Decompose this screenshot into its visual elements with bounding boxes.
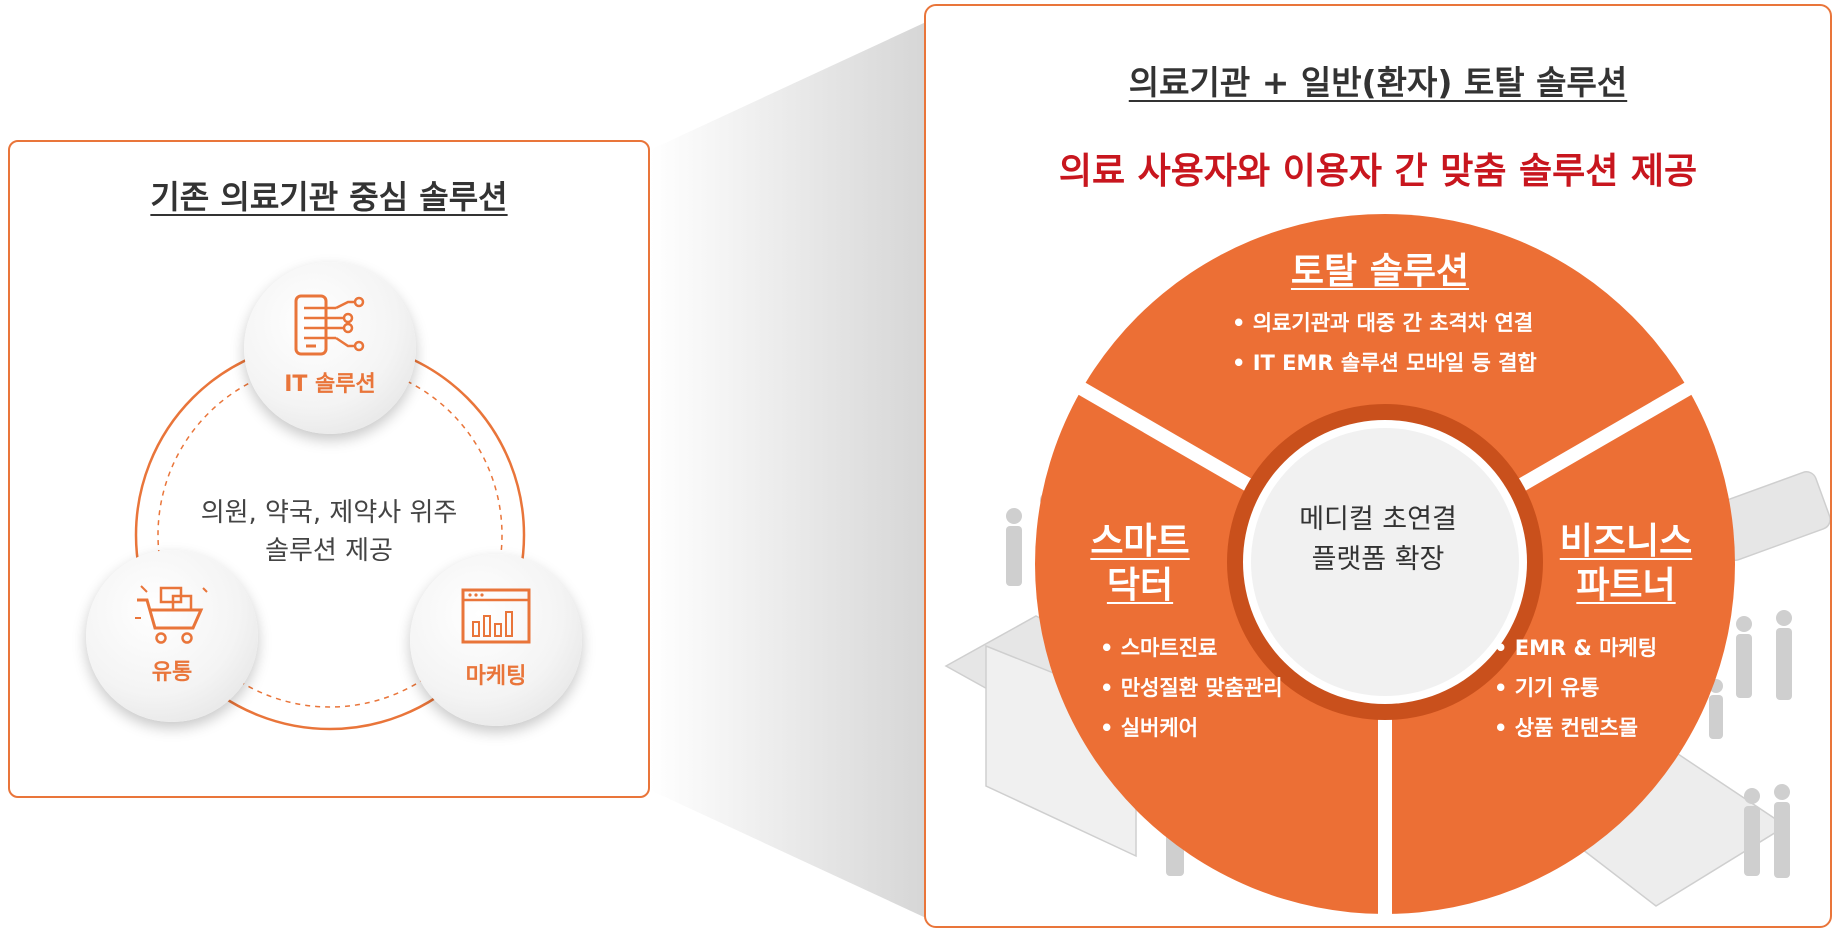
bullet-item: 만성질환 맞춤관리 [1100, 668, 1283, 708]
hub-label-line2: 플랫폼 확장 [1311, 544, 1445, 575]
bullet-item: 스마트진료 [1100, 628, 1283, 668]
hub-label-line1: 메디컬 초연결 [1299, 504, 1457, 535]
shopping-cart-icon [135, 585, 208, 644]
bar-chart-window-icon [461, 588, 531, 644]
right-panel-title: 의료기관 + 일반(환자) 토탈 솔루션 [1128, 63, 1628, 102]
segment-left-title-line2: 닥터 [1106, 565, 1174, 606]
bullet-item: IT EMR 솔루션 모바일 등 결합 [1232, 343, 1537, 383]
segment-right-title: 비즈니스 파트너 [1526, 520, 1726, 608]
segment-left-title: 스마트 닥터 [1060, 520, 1220, 608]
bullet-item: 실버케어 [1100, 708, 1283, 748]
segment-top-bullets: 의료기관과 대중 간 초격차 연결 IT EMR 솔루션 모바일 등 결합 [1232, 303, 1537, 383]
bullet-item: 상품 컨텐츠몰 [1494, 708, 1657, 748]
existing-solution-panel: 기존 의료기관 중심 솔루션 의원, 약국, 제약사 위주 솔루션 제공 IT … [8, 140, 650, 798]
node-marketing: 마케팅 [410, 554, 582, 726]
total-solution-panel: 의료기관 + 일반(환자) 토탈 솔루션 의료 사용자와 이용자 간 맞춤 솔루… [924, 4, 1832, 928]
bullet-item: 의료기관과 대중 간 초격차 연결 [1232, 303, 1537, 343]
node-distribution: 유통 [86, 550, 258, 722]
segment-right-title-line2: 파트너 [1576, 565, 1676, 606]
platform-wheel [1035, 214, 1735, 926]
segment-left-bullets: 스마트진료 만성질환 맞춤관리 실버케어 [1100, 628, 1283, 748]
segment-left-title-line1: 스마트 [1090, 521, 1190, 562]
segment-right-bullets: EMR & 마케팅 기기 유통 상품 컨텐츠몰 [1494, 628, 1657, 748]
mobile-network-icon [294, 294, 365, 356]
left-center-line2: 솔루션 제공 [265, 536, 393, 566]
left-center-line1: 의원, 약국, 제약사 위주 [200, 498, 458, 528]
node-it-solution: IT 솔루션 [244, 262, 416, 434]
node-label-it: IT 솔루션 [284, 372, 376, 397]
bullet-item: EMR & 마케팅 [1494, 628, 1657, 668]
bullet-item: 기기 유통 [1494, 668, 1657, 708]
left-panel-title: 기존 의료기관 중심 솔루션 [150, 178, 508, 216]
node-label-distribution: 유통 [151, 660, 193, 685]
right-panel-subtitle: 의료 사용자와 이용자 간 맞춤 솔루션 제공 [1058, 151, 1698, 192]
segment-top-title: 토탈 솔루션 [1290, 251, 1470, 292]
node-label-marketing: 마케팅 [465, 664, 527, 689]
segment-right-title-line1: 비즈니스 [1559, 521, 1693, 562]
hub-label: 메디컬 초연결 플랫폼 확장 [1258, 500, 1498, 580]
